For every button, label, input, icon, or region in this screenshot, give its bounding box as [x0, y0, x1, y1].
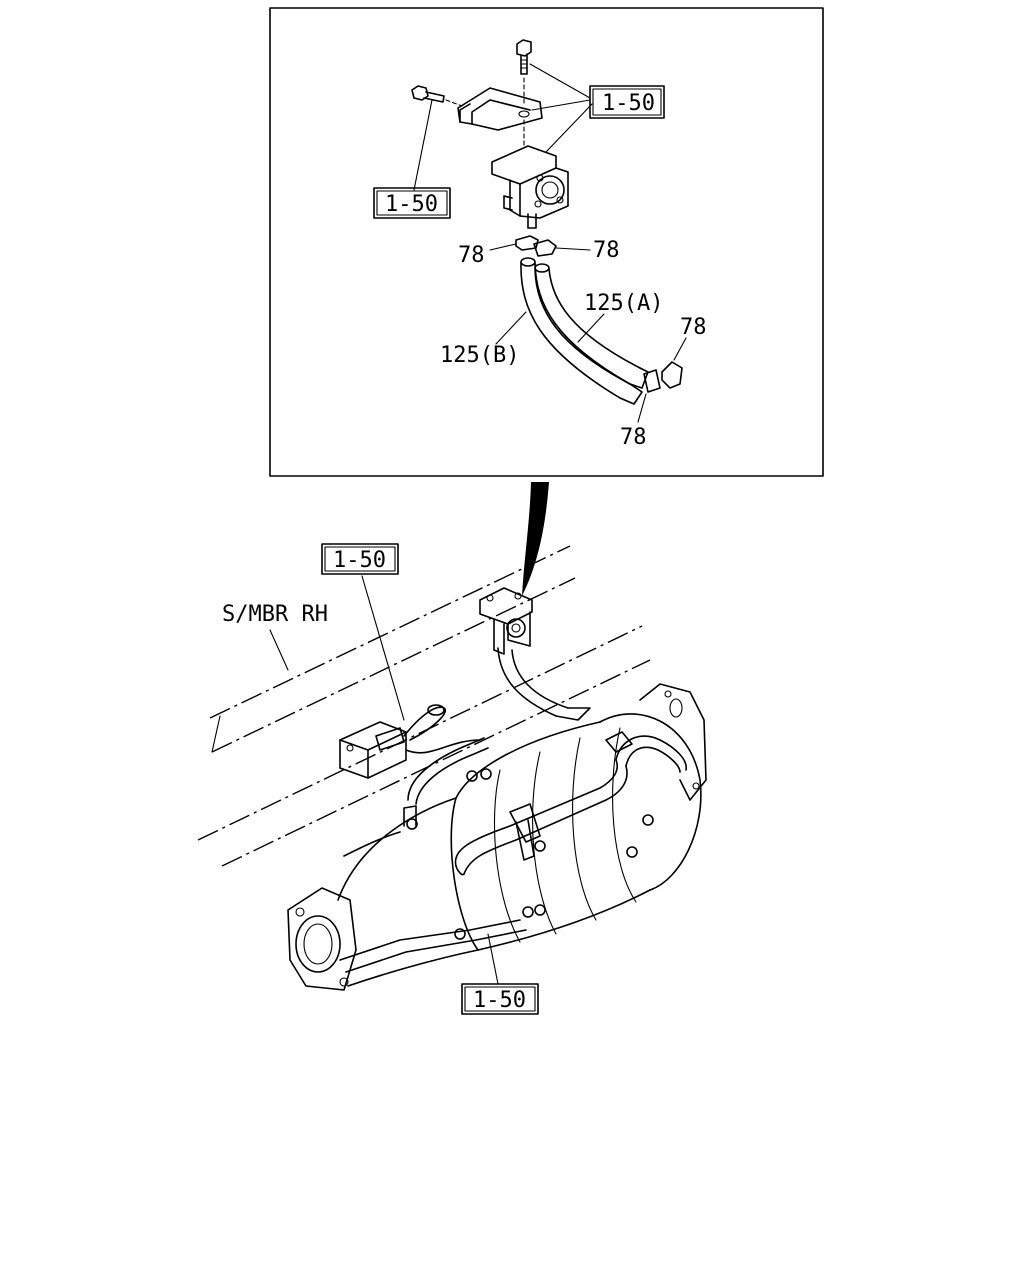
- detail-frame: [269, 7, 824, 477]
- ref-box-bottom: 1-50: [461, 983, 539, 1015]
- svg-text:1-50: 1-50: [333, 548, 386, 573]
- upper-bracket: [457, 87, 543, 149]
- clip-label-b: 78: [593, 238, 620, 263]
- frame-sensor: [339, 704, 481, 779]
- sensor-pipe-loop: [403, 731, 687, 876]
- leader-lines-top: [413, 63, 593, 191]
- leader-member: [269, 629, 289, 671]
- hose-label-b: 125(B): [440, 343, 519, 368]
- callout-pointer: [522, 482, 549, 596]
- valve-assembly: [491, 145, 569, 229]
- main-hoses: [497, 647, 591, 721]
- svg-text:1-50: 1-50: [602, 91, 655, 116]
- lower-bracket: [339, 919, 527, 985]
- sensor-bracket: [479, 587, 533, 655]
- hose-clips-upper: [489, 235, 591, 257]
- ref-box-frame: 1-50: [321, 543, 399, 575]
- svg-text:1-50: 1-50: [473, 988, 526, 1013]
- leader-frame: [361, 575, 405, 721]
- ref-box-top-left: 1-50: [373, 187, 451, 219]
- side-member: [197, 545, 651, 867]
- dpf-canister: [287, 683, 707, 991]
- side-bolt: [411, 85, 463, 107]
- leader-hose-b: [495, 311, 527, 345]
- top-bolt: [516, 39, 532, 107]
- leader-hose-a: [577, 313, 605, 343]
- clip-label-c: 78: [680, 315, 707, 340]
- clip-label-a: 78: [458, 243, 485, 268]
- hose-clips-lower: [637, 337, 687, 423]
- hose-label-a: 125(A): [584, 291, 663, 316]
- ref-box-top-right: 1-50: [589, 85, 665, 119]
- member-label: S/MBR RH: [222, 602, 328, 627]
- hose-pair: [520, 257, 649, 405]
- clip-label-d: 78: [620, 425, 647, 450]
- svg-text:1-50: 1-50: [385, 192, 438, 217]
